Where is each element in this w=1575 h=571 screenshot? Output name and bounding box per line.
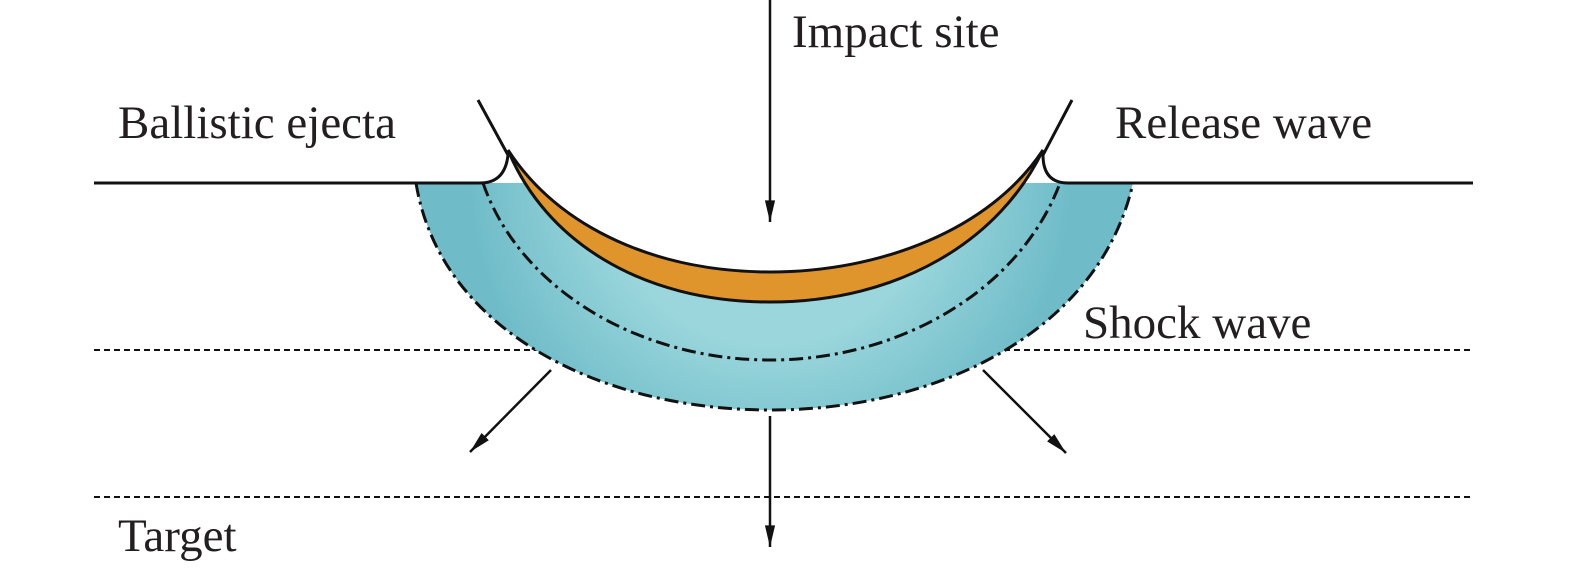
shock-arrow-left-icon	[469, 369, 552, 453]
label-impact-site: Impact site	[792, 6, 1000, 58]
release-wave-front	[481, 182, 1062, 362]
target-surface-right	[1041, 99, 1473, 185]
label-ballistic-ejecta: Ballistic ejecta	[118, 97, 396, 149]
target-surface-left	[94, 99, 510, 185]
crater-cavity	[478, 100, 1068, 272]
shock-arrow-right-icon	[982, 369, 1067, 454]
shock-wave-front	[414, 182, 1135, 412]
label-shock-wave: Shock wave	[1083, 297, 1311, 349]
label-release-wave: Release wave	[1115, 97, 1372, 149]
label-target: Target	[118, 510, 237, 562]
melt-layer	[506, 149, 1045, 304]
